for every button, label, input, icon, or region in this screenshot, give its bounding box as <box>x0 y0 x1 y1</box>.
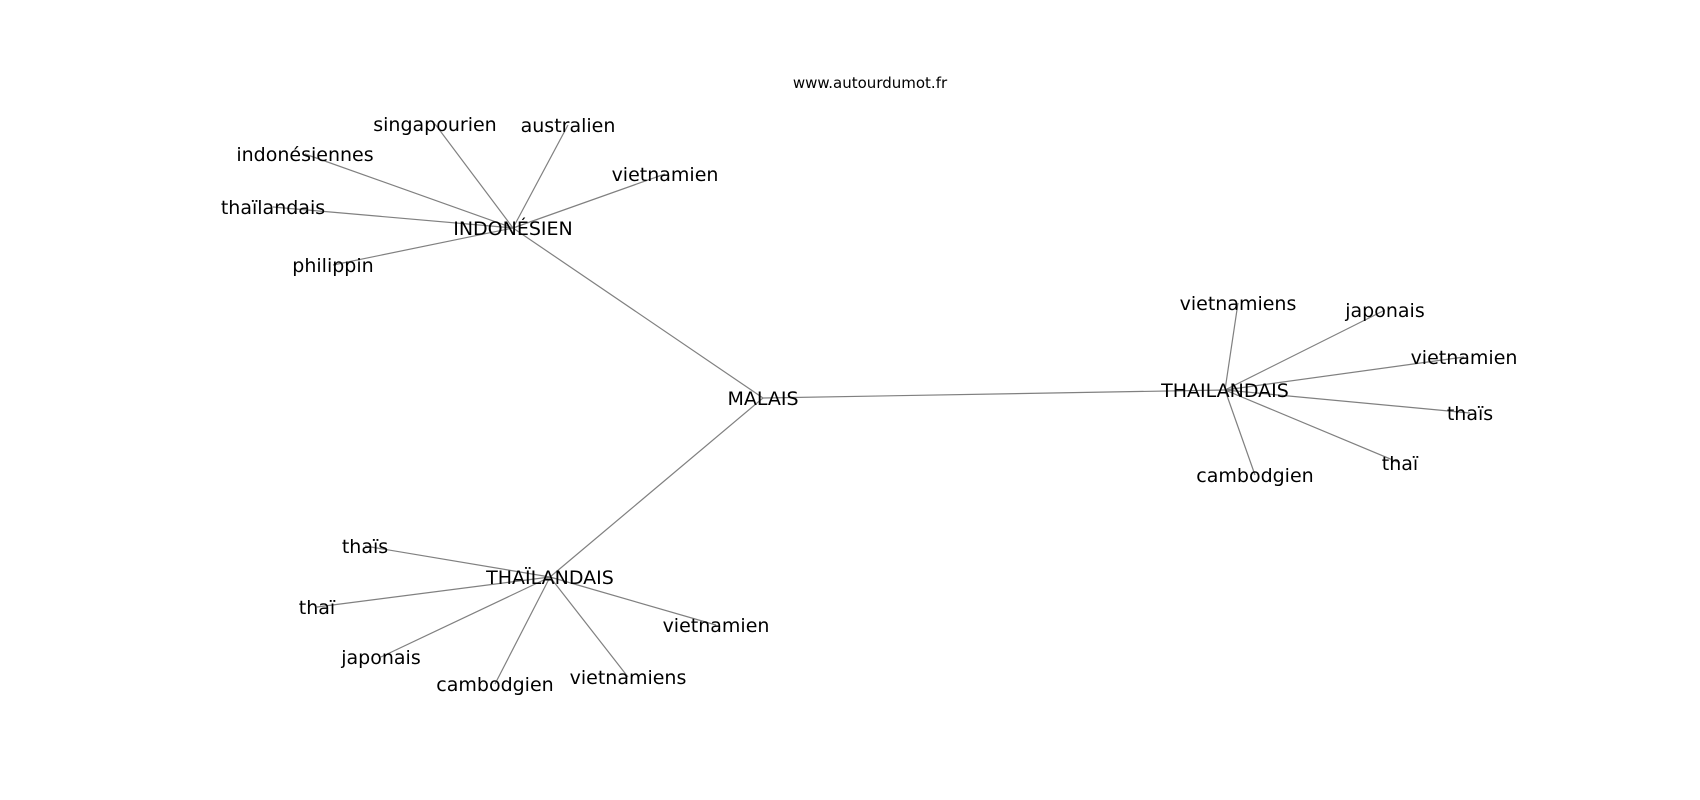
node-thailandais-1-leaf-5[interactable]: cambodgien <box>1196 465 1313 487</box>
edge-thailandais-1-leaf-4 <box>1224 389 1401 464</box>
node-thailandais-2-leaf-2[interactable]: japonais <box>340 647 420 669</box>
edge-thailandais-2-leaf-4 <box>549 576 629 678</box>
edge-thailandais-1-leaf-5 <box>1224 389 1256 476</box>
edge-indonesien-leaf-3 <box>512 173 666 229</box>
node-thailandais-1-leaf-0[interactable]: vietnamiens <box>1180 293 1297 315</box>
edge-thailandais-2-leaf-1 <box>316 576 551 608</box>
node-thailandais-2[interactable]: THAÏLANDAIS <box>485 566 614 589</box>
edge-malais-thailandais-1 <box>762 389 1226 399</box>
node-thailandais-1[interactable]: THAILANDAIS <box>1160 380 1289 402</box>
node-thailandais-2-leaf-1[interactable]: thaï <box>299 597 336 619</box>
node-thailandais-1-leaf-1[interactable]: japonais <box>1344 300 1424 322</box>
node-indonesien-leaf-5[interactable]: philippin <box>292 255 373 277</box>
edge-thailandais-1-leaf-1 <box>1224 309 1386 391</box>
edge-malais-indonesien <box>512 227 764 399</box>
edge-indonesien-leaf-2 <box>304 153 514 229</box>
edge-thailandais-2-leaf-5 <box>549 576 717 626</box>
edge-thailandais-2-leaf-2 <box>380 576 551 658</box>
edge-indonesien-leaf-0 <box>434 123 514 229</box>
watermark-text: www.autourdumot.fr <box>793 74 948 92</box>
edge-thailandais-2-leaf-3 <box>494 576 551 685</box>
edge-indonesien-leaf-5 <box>332 227 514 266</box>
node-thailandais-1-leaf-4[interactable]: thaï <box>1382 453 1419 475</box>
edge-thailandais-2-leaf-0 <box>364 545 551 578</box>
node-indonesien-leaf-0[interactable]: singapourien <box>373 114 496 136</box>
edge-thailandais-1-leaf-0 <box>1224 302 1239 391</box>
edge-thailandais-1-leaf-2 <box>1224 356 1465 391</box>
node-indonesien[interactable]: INDONÉSIEN <box>453 217 573 240</box>
node-thailandais-2-leaf-0[interactable]: thaïs <box>342 536 388 558</box>
node-thailandais-1-leaf-2[interactable]: vietnamien <box>1411 347 1518 369</box>
graph-edges <box>272 123 1471 685</box>
node-indonesien-leaf-2[interactable]: indonésiennes <box>236 144 373 166</box>
edge-malais-thailandais-2 <box>549 397 764 578</box>
graph-labels: www.autourdumot.fr MALAIS INDONÉSIEN singa… <box>221 74 1518 696</box>
node-indonesien-leaf-4[interactable]: thaïlandais <box>221 197 325 219</box>
edge-thailandais-1-leaf-3 <box>1224 389 1471 414</box>
node-thailandais-2-leaf-4[interactable]: vietnamiens <box>570 667 687 689</box>
edge-indonesien-leaf-4 <box>272 206 514 229</box>
node-indonesien-leaf-1[interactable]: australien <box>521 115 616 137</box>
node-thailandais-1-leaf-3[interactable]: thaïs <box>1447 403 1493 425</box>
edge-indonesien-leaf-1 <box>512 124 569 229</box>
node-indonesien-leaf-3[interactable]: vietnamien <box>612 164 719 186</box>
node-thailandais-2-leaf-3[interactable]: cambodgien <box>436 674 553 696</box>
node-malais[interactable]: MALAIS <box>727 388 798 410</box>
node-thailandais-2-leaf-5[interactable]: vietnamien <box>663 615 770 637</box>
